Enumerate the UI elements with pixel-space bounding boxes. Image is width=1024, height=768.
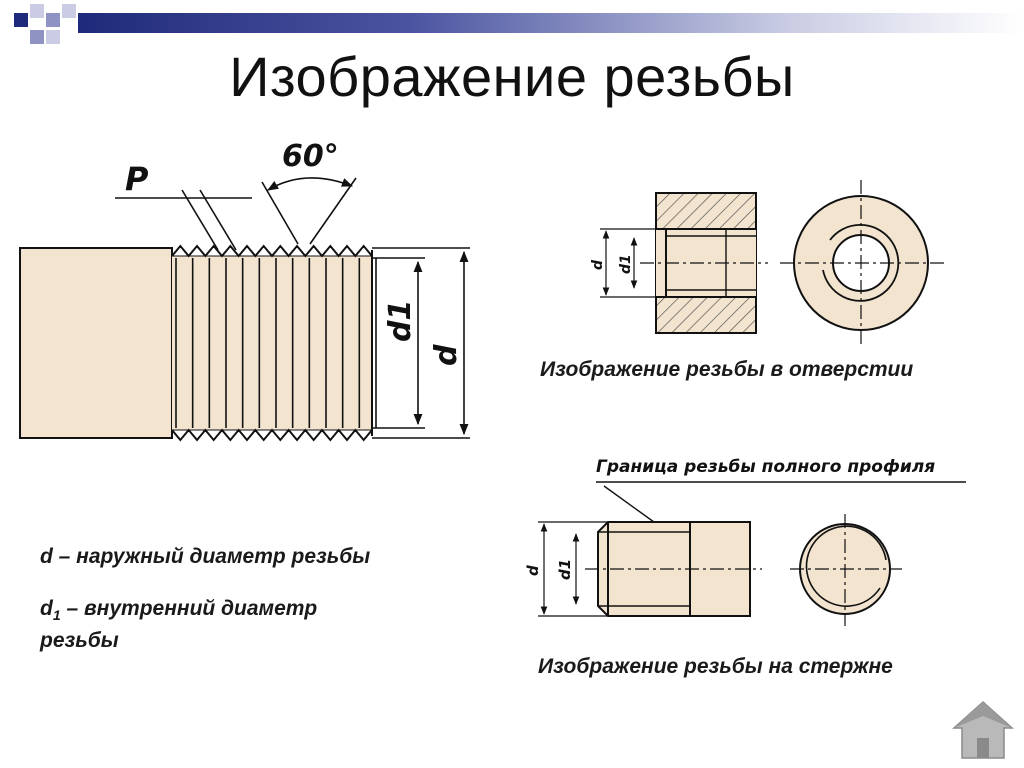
- big-d-label: d: [429, 344, 464, 366]
- hole-caption: Изображение резьбы в отверстии: [540, 358, 914, 381]
- large-threaded-rod: d1 d P 60°: [19, 139, 470, 442]
- home-icon[interactable]: [952, 700, 1014, 760]
- rod-d1-label: d1: [556, 559, 574, 580]
- legend-line-3: резьбы: [40, 629, 119, 652]
- angle-label: 60°: [282, 139, 339, 174]
- hole-d1-label: d1: [618, 254, 634, 274]
- pitch-label: P: [125, 160, 149, 198]
- legend-line-1: d – наружный диаметр резьбы: [40, 545, 371, 568]
- big-d1-label: d1: [383, 300, 418, 342]
- hole-d-label: d: [590, 259, 606, 270]
- legend-d1-subscript: 1: [52, 607, 61, 624]
- thread-body: [172, 256, 372, 430]
- legend-d1-symbol: d: [40, 597, 53, 620]
- rod-d-label: d: [524, 565, 542, 576]
- threaded-hole-section: d d1: [590, 180, 944, 346]
- slide-title: Изображение резьбы: [229, 45, 795, 108]
- legend-line-2: d1 – внутренний диаметр: [40, 594, 317, 630]
- rod-shank: [19, 247, 173, 439]
- corner-decoration: [14, 4, 76, 44]
- rod-boundary-label: Граница резьбы полного профиля: [596, 457, 935, 477]
- threaded-rod-section: Граница резьбы полного профиля d d1: [524, 457, 966, 626]
- title-bar-gradient: [78, 13, 1024, 33]
- rod-caption: Изображение резьбы на стержне: [538, 655, 893, 678]
- legend-d1-text: – внутренний диаметр: [60, 597, 318, 620]
